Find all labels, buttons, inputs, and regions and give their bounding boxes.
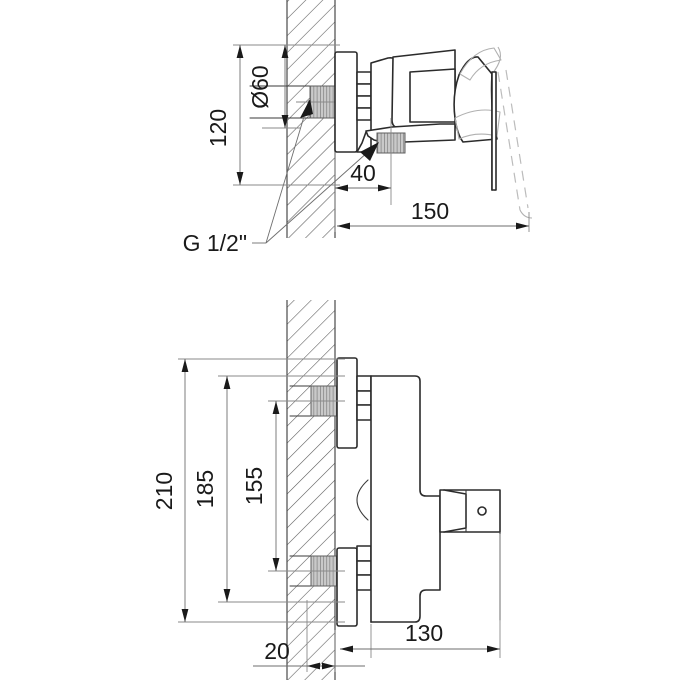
note-thread-g12: G 1/2" <box>183 99 379 256</box>
lever-handle-side <box>453 56 498 143</box>
outlet-collar <box>443 489 467 533</box>
rib-4 <box>356 107 372 121</box>
outlet-aerator-hole <box>477 506 487 516</box>
leader-arrowhead-outlet <box>360 142 379 161</box>
body-cover-side <box>409 68 456 123</box>
dimension-label-150: 150 <box>411 198 449 224</box>
lower-nut-flat-3 <box>356 574 372 591</box>
dimension-155: 155 <box>241 400 345 572</box>
dimension-label-d60: Ø60 <box>247 65 273 108</box>
lower-nut-flat-1 <box>356 545 372 562</box>
dimension-diameter-60: Ø60 <box>247 44 300 129</box>
dimension-150: 150 <box>334 195 530 232</box>
lower-nut-flat-2 <box>356 560 372 576</box>
note-label-g12: G 1/2" <box>183 230 247 256</box>
upper-nut-flat-2 <box>356 390 372 406</box>
escutcheon-side <box>334 51 358 153</box>
dimension-label-210: 210 <box>151 472 177 510</box>
dimension-20: 20 <box>253 600 365 672</box>
upper-nut-flat-1 <box>356 375 372 392</box>
cartridge-bulge-arc <box>356 479 369 521</box>
dimension-label-20: 20 <box>264 638 290 664</box>
leader-arrowhead-upper <box>300 99 313 118</box>
dimension-120: 120 <box>205 44 340 186</box>
leader-to-upper-thread <box>265 99 310 244</box>
connector-ribs-top <box>356 71 372 121</box>
escutcheon-plate <box>334 51 358 153</box>
upper-nut-flat-3 <box>356 404 372 421</box>
wall-hatch-bottom <box>287 300 335 680</box>
wall-hatch-top <box>287 0 335 238</box>
body-right-edge-top <box>491 71 497 191</box>
lower-escutcheon <box>336 547 358 627</box>
side-elevation-view: 120 Ø60 40 150 <box>183 0 533 256</box>
rib-2 <box>356 83 372 97</box>
wall-section-bottom <box>286 300 336 680</box>
dimension-label-185: 185 <box>192 470 218 508</box>
dimension-130: 130 <box>340 534 501 658</box>
rib-1 <box>356 71 372 85</box>
dimension-185: 185 <box>192 375 345 603</box>
outlet-block-front <box>439 489 501 533</box>
dimension-label-130: 130 <box>405 620 443 646</box>
leader-to-outlet-thread <box>265 142 379 244</box>
dimension-label-155: 155 <box>241 467 267 505</box>
dimension-210: 210 <box>151 358 345 623</box>
front-elevation-view: 210 185 155 <box>151 300 501 680</box>
dimension-label-120: 120 <box>205 109 231 147</box>
hose-swing-ghost <box>497 69 533 219</box>
rib-3 <box>356 95 372 109</box>
upper-escutcheon <box>336 357 358 449</box>
mixer-body-front-outline <box>370 375 441 623</box>
